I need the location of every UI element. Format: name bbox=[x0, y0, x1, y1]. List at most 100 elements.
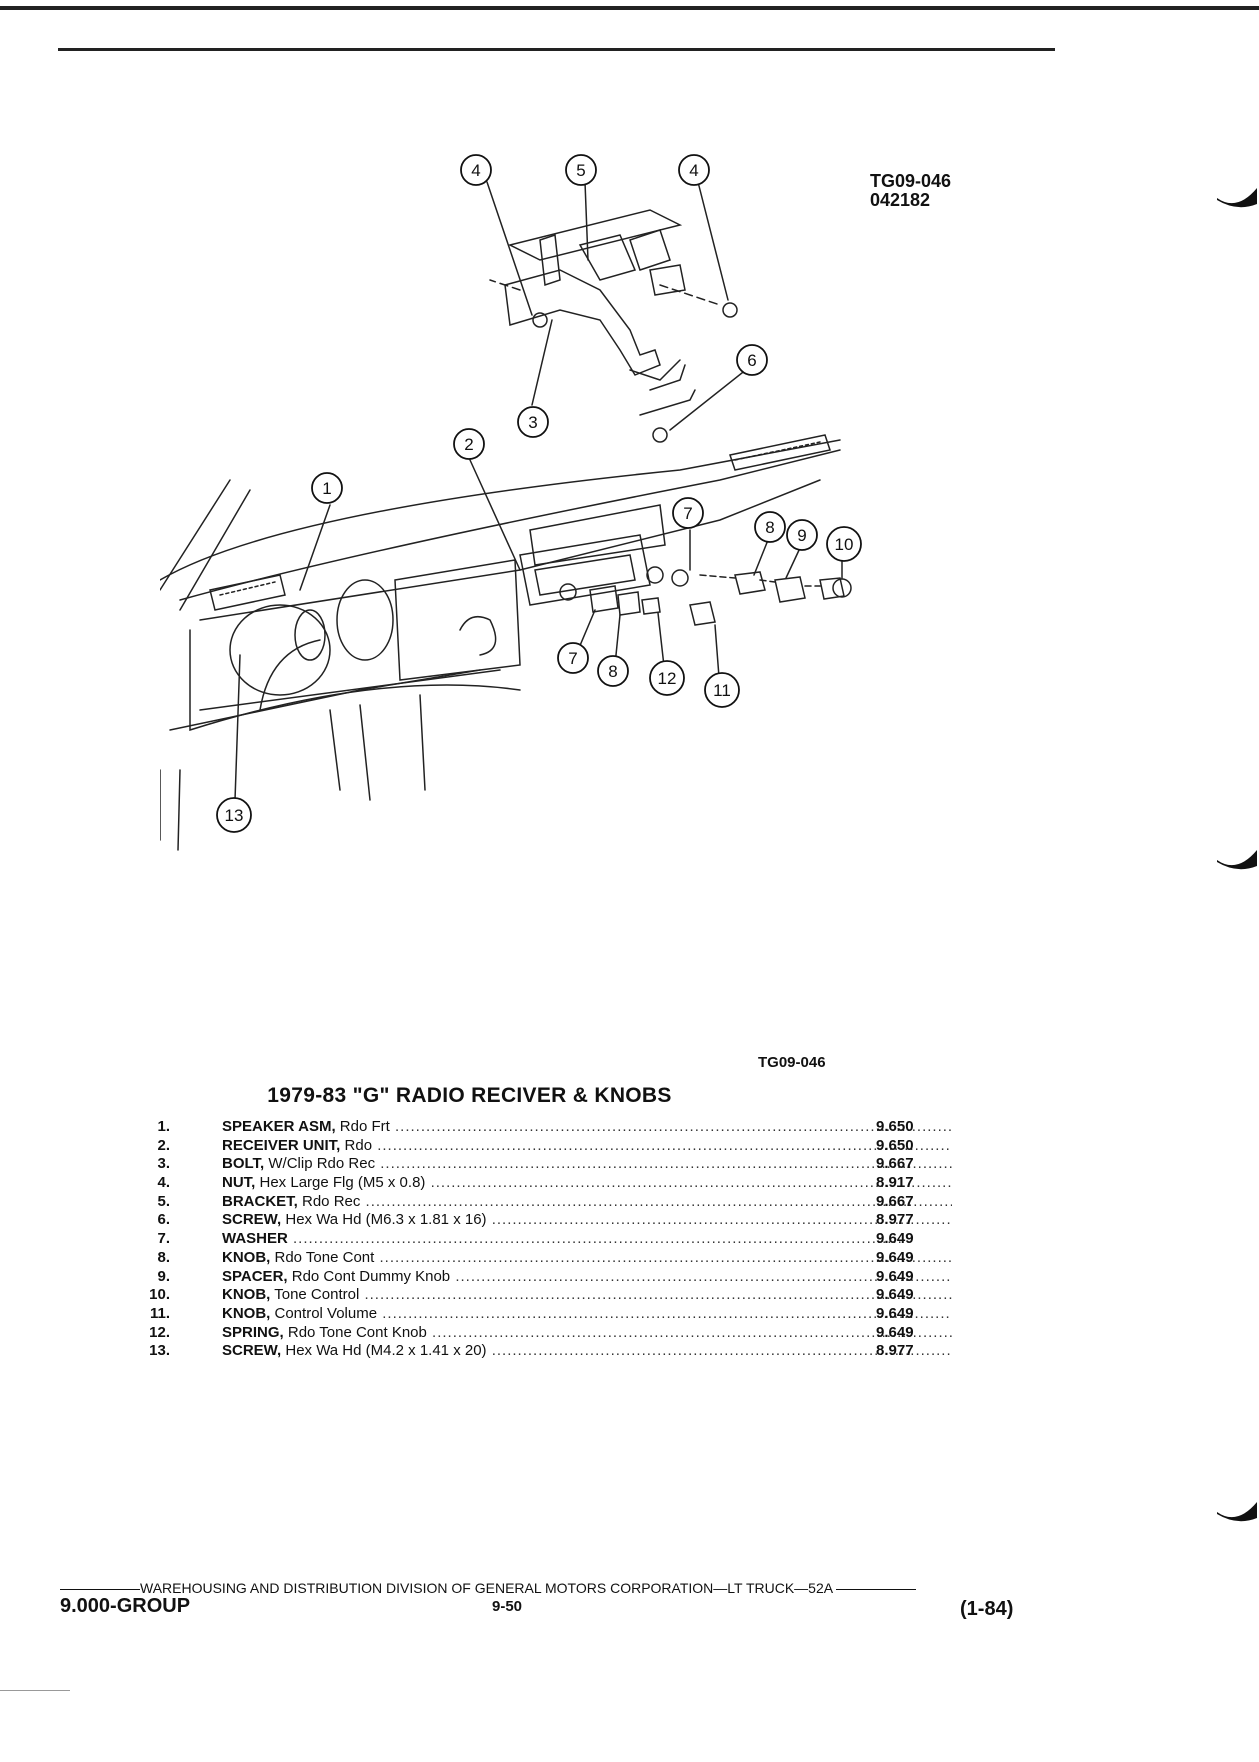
part-description: SPEAKER ASM, Rdo Frt ...................… bbox=[222, 1118, 952, 1135]
part-number: 2. bbox=[157, 1136, 170, 1154]
callout-4-left: 4 bbox=[471, 161, 480, 180]
part-detail: Tone Control bbox=[270, 1286, 360, 1304]
part-group-number: 9.649 bbox=[876, 1286, 914, 1304]
header-rule bbox=[58, 48, 1055, 51]
part-number: 11. bbox=[149, 1304, 170, 1322]
part-row: 5. BRACKET, Rdo Rec ....................… bbox=[130, 1192, 952, 1212]
binder-mark-middle bbox=[1217, 848, 1259, 872]
binder-mark-top bbox=[1217, 186, 1259, 210]
part-detail: Rdo Tone Cont Knob bbox=[283, 1323, 427, 1341]
callout-1: 1 bbox=[322, 479, 331, 498]
part-number: 8. bbox=[157, 1248, 170, 1266]
part-number: 3. bbox=[157, 1155, 170, 1173]
figure-reference: TG09-046 bbox=[758, 1054, 826, 1071]
drawing-code: TG09-046 bbox=[870, 171, 952, 191]
part-name: SCREW, bbox=[222, 1211, 282, 1229]
callout-8-lower: 8 bbox=[608, 662, 617, 681]
part-row: 6. SCREW, Hex Wa Hd (M6.3 x 1.81 x 16) .… bbox=[130, 1211, 952, 1230]
part-name: RECEIVER UNIT, bbox=[222, 1136, 341, 1154]
part-row: 2. RECEIVER UNIT, Rdo ..................… bbox=[130, 1136, 952, 1156]
callout-9: 9 bbox=[797, 526, 806, 545]
part-row: 8. KNOB, Rdo Tone Cont .................… bbox=[130, 1248, 952, 1268]
callout-12: 12 bbox=[658, 669, 677, 688]
bottom-edge-mark bbox=[0, 1690, 70, 1691]
part-name: WASHER bbox=[222, 1230, 288, 1248]
binder-mark-bottom bbox=[1217, 1500, 1259, 1524]
part-detail: Control Volume bbox=[270, 1304, 378, 1322]
part-description: SPRING, Rdo Tone Cont Knob .............… bbox=[222, 1323, 952, 1341]
part-name: KNOB, bbox=[222, 1304, 271, 1322]
part-description: WASHER .................................… bbox=[222, 1230, 903, 1248]
part-description: SCREW, Hex Wa Hd (M4.2 x 1.41 x 20) ....… bbox=[222, 1342, 952, 1360]
part-number: 13. bbox=[149, 1342, 170, 1360]
callout-6: 6 bbox=[747, 351, 756, 370]
diagram-drawing: 4 5 4 3 6 2 1 7 8 9 10 7 8 12 11 13 bbox=[159, 154, 862, 851]
part-detail: Rdo Rec bbox=[297, 1192, 361, 1210]
part-name: SPRING, bbox=[222, 1323, 284, 1341]
callout-11: 11 bbox=[713, 681, 731, 700]
part-row: 1. SPEAKER ASM, Rdo Frt ................… bbox=[130, 1118, 952, 1137]
part-name: KNOB, bbox=[222, 1286, 271, 1304]
part-row: 9. SPACER, Rdo Cont Dummy Knob .........… bbox=[130, 1267, 952, 1287]
part-detail: Hex Large Flg (M5 x 0.8) bbox=[255, 1174, 426, 1192]
callout-7-upper: 7 bbox=[683, 504, 692, 523]
parts-list: 1. SPEAKER ASM, Rdo Frt ................… bbox=[130, 1118, 952, 1361]
callout-4-right: 4 bbox=[689, 161, 698, 180]
part-detail: Rdo Frt bbox=[335, 1118, 390, 1135]
part-description: RECEIVER UNIT, Rdo .....................… bbox=[222, 1136, 952, 1154]
part-name: SCREW, bbox=[222, 1342, 282, 1360]
footer-division-text: WAREHOUSING AND DISTRIBUTION DIVISION OF… bbox=[140, 1580, 833, 1596]
part-detail: Hex Wa Hd (M6.3 x 1.81 x 16) bbox=[281, 1211, 487, 1229]
part-group-number: 8.977 bbox=[876, 1211, 914, 1229]
section-title-text: 1979-83 "G" RADIO RECIVER & KNOBS bbox=[267, 1084, 672, 1107]
part-group-number: 9.667 bbox=[876, 1155, 914, 1173]
part-detail: Rdo Cont Dummy Knob bbox=[287, 1267, 451, 1285]
part-row: 12. SPRING, Rdo Tone Cont Knob .........… bbox=[130, 1323, 952, 1343]
part-group-number: 8.977 bbox=[876, 1342, 914, 1360]
part-number: 10. bbox=[149, 1286, 170, 1304]
part-group-number: 9.649 bbox=[876, 1267, 914, 1285]
part-row: 3. BOLT, W/Clip Rdo Rec ................… bbox=[130, 1155, 952, 1174]
part-description: SPACER, Rdo Cont Dummy Knob ............… bbox=[222, 1267, 952, 1285]
part-row: 10. KNOB, Tone Control .................… bbox=[130, 1286, 952, 1305]
part-description: SCREW, Hex Wa Hd (M6.3 x 1.81 x 16) ....… bbox=[222, 1211, 952, 1229]
part-detail: Rdo Tone Cont bbox=[270, 1248, 375, 1266]
footer-group: 9.000-GROUP bbox=[60, 1595, 191, 1617]
part-description: KNOB, Control Volume ...................… bbox=[222, 1304, 952, 1322]
part-row: 4. NUT, Hex Large Flg (M5 x 0.8) .......… bbox=[130, 1174, 952, 1193]
part-description: BRACKET, Rdo Rec .......................… bbox=[222, 1192, 952, 1210]
part-number: 12. bbox=[149, 1323, 170, 1341]
callout-10: 10 bbox=[835, 535, 854, 554]
part-number: 4. bbox=[157, 1174, 170, 1192]
footer-rule-left bbox=[60, 1588, 140, 1590]
part-number: 1. bbox=[157, 1118, 170, 1135]
part-name: SPACER, bbox=[222, 1267, 288, 1285]
part-row: 7. WASHER ..............................… bbox=[130, 1230, 930, 1249]
part-group-number: 8.917 bbox=[876, 1174, 914, 1192]
part-group-number: 9.649 bbox=[876, 1304, 914, 1322]
part-number: 9. bbox=[157, 1267, 170, 1285]
part-row: 11. KNOB, Control Volume ...............… bbox=[130, 1304, 952, 1324]
part-group-number: 9.649 bbox=[876, 1230, 914, 1248]
part-detail: W/Clip Rdo Rec bbox=[264, 1155, 376, 1173]
part-group-number: 9.649 bbox=[876, 1323, 914, 1341]
part-group-number: 9.650 bbox=[876, 1118, 914, 1135]
part-number: 6. bbox=[157, 1211, 170, 1229]
callout-5: 5 bbox=[576, 161, 585, 180]
part-number: 5. bbox=[157, 1192, 170, 1210]
footer-rule-right bbox=[836, 1588, 917, 1590]
part-name: KNOB, bbox=[222, 1248, 271, 1266]
part-row: 13. SCREW, Hex Wa Hd (M4.2 x 1.41 x 20) … bbox=[130, 1342, 952, 1361]
footer-date-code: (1-84) bbox=[960, 1598, 1014, 1620]
part-name: BRACKET, bbox=[222, 1192, 298, 1210]
callout-13: 13 bbox=[225, 806, 244, 825]
section-title: 1979-83 "G" RADIO RECIVER & KNOBS bbox=[0, 1084, 1259, 1108]
part-group-number: 9.650 bbox=[876, 1136, 914, 1154]
callout-7-lower: 7 bbox=[568, 649, 577, 668]
part-name: NUT, bbox=[222, 1174, 256, 1192]
part-description: BOLT, W/Clip Rdo Rec ...................… bbox=[222, 1155, 952, 1173]
part-detail: Hex Wa Hd (M4.2 x 1.41 x 20) bbox=[281, 1342, 487, 1360]
part-number: 7. bbox=[157, 1230, 170, 1248]
part-description: KNOB, Rdo Tone Cont ....................… bbox=[222, 1248, 952, 1266]
part-name: BOLT, bbox=[222, 1155, 265, 1173]
